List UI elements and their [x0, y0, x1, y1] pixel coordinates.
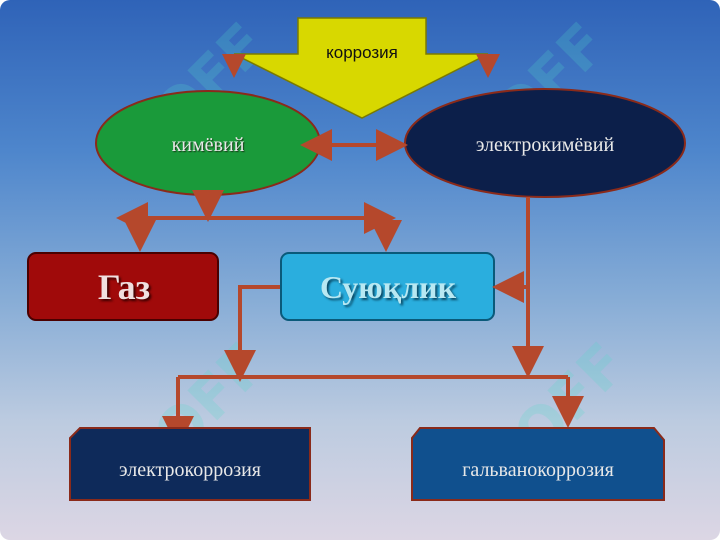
gas-box — [27, 252, 219, 321]
connector-line — [224, 285, 280, 382]
gas-label: Газ — [97, 267, 151, 307]
electrocorrosion-label: электрокоррозия — [118, 458, 262, 481]
electrochemical-label: электрокимёвий — [475, 133, 615, 156]
chemical-label: кимёвий — [171, 133, 245, 156]
liquid-label: Суюқлик — [319, 268, 457, 305]
galvanocorrosion-label: гальванокоррозия — [462, 458, 614, 481]
electrocorrosion-box — [69, 427, 311, 501]
galvanocorrosion-box — [411, 427, 665, 501]
corrosion-arrow-shape — [233, 17, 489, 119]
corrosion-label: коррозия — [326, 43, 398, 62]
